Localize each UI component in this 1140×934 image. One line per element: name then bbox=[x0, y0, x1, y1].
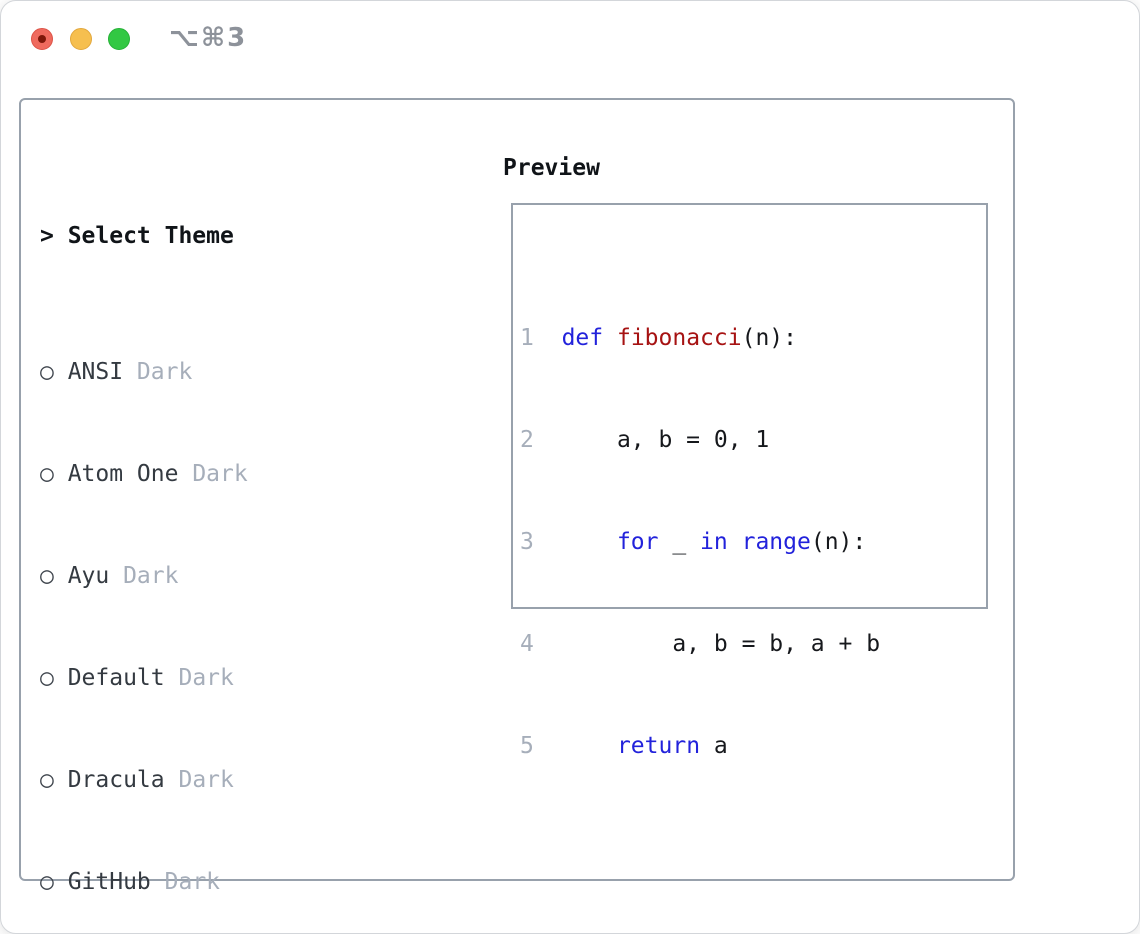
preview-code: 1 def fibonacci(n): 2 a, b = 0, 1 3 for … bbox=[520, 253, 935, 933]
line-number: 3 bbox=[520, 529, 534, 555]
line-number: 4 bbox=[520, 631, 534, 657]
radio-icon: ○ bbox=[40, 869, 54, 895]
close-button[interactable] bbox=[31, 28, 53, 50]
radio-icon: ○ bbox=[40, 461, 54, 487]
preview-title: Preview bbox=[503, 155, 600, 181]
theme-variant-tag: Dark bbox=[136, 359, 193, 385]
theme-variant-tag: Dark bbox=[164, 869, 221, 895]
radio-icon: ○ bbox=[40, 563, 54, 589]
code-line: 5 return a bbox=[520, 733, 728, 759]
radio-icon: ○ bbox=[40, 767, 54, 793]
minimize-button[interactable] bbox=[70, 28, 92, 50]
line-number: 1 bbox=[520, 325, 534, 351]
radio-icon: ○ bbox=[40, 665, 54, 691]
theme-variant-tag: Dark bbox=[123, 563, 179, 589]
select-theme-header-label: Select Theme bbox=[67, 223, 234, 249]
code-line: 1 def fibonacci(n): bbox=[520, 325, 797, 351]
window-title-shortcut: ⌥⌘3 bbox=[169, 23, 248, 53]
code-line: 2 a, b = 0, 1 bbox=[520, 427, 770, 453]
theme-variant-tag: Dark bbox=[178, 665, 234, 691]
line-number: 5 bbox=[520, 733, 534, 759]
preview-box: 1 def fibonacci(n): 2 a, b = 0, 1 3 for … bbox=[511, 203, 988, 759]
zoom-button[interactable] bbox=[108, 28, 130, 50]
theme-variant-tag: Dark bbox=[192, 461, 248, 487]
prompt-caret-icon: > bbox=[40, 223, 54, 249]
theme-variant-tag: Dark bbox=[178, 767, 234, 793]
code-line: 4 a, b = b, a + b bbox=[520, 631, 881, 657]
select-theme-header: > Select Theme bbox=[40, 219, 428, 253]
code-line: 3 for _ in range(n): bbox=[520, 529, 867, 555]
spacer bbox=[520, 865, 935, 899]
titlebar: ⌥⌘3 bbox=[1, 1, 1139, 77]
line-number: 2 bbox=[520, 427, 534, 453]
radio-icon: ○ bbox=[40, 359, 54, 385]
